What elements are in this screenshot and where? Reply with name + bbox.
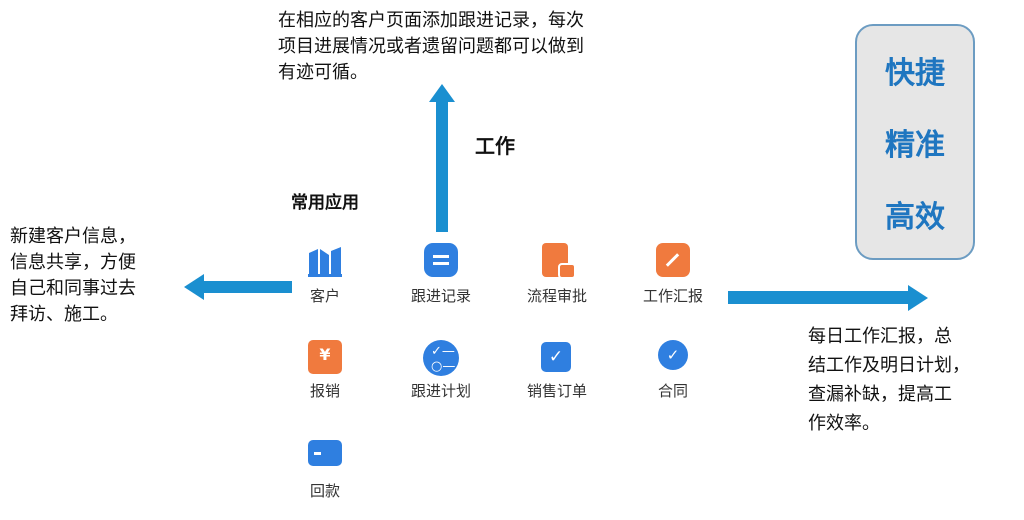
- app-label: 报销: [309, 382, 340, 400]
- feature-efficient: 高效: [885, 200, 945, 235]
- note-line: 作效率。: [808, 413, 880, 434]
- work-label: 工作: [475, 134, 515, 158]
- right-note: 每日工作汇报，总 结工作及明日计划， 查漏补缺，提高工 作效率。: [808, 322, 970, 438]
- app-label: 跟进计划: [410, 382, 471, 400]
- app-label: 销售订单: [526, 382, 587, 400]
- note-line: 在相应的客户页面添加跟进记录，每次: [278, 10, 584, 31]
- yuan-receipt-icon: ¥: [308, 340, 342, 374]
- left-arrow: [184, 274, 292, 300]
- note-line: 每日工作汇报，总: [808, 326, 952, 347]
- notepad-icon: [424, 243, 458, 277]
- note-line: 新建客户信息，: [10, 226, 136, 247]
- right-arrow: [728, 285, 928, 311]
- note-line: 拜访、施工。: [10, 304, 118, 325]
- note-line: 自己和同事过去: [10, 278, 136, 299]
- left-note: 新建客户信息， 信息共享，方便 自己和同事过去 拜访、施工。: [10, 224, 136, 328]
- clipboard-check-icon: ✓: [541, 342, 571, 372]
- app-label: 流程审批: [526, 287, 587, 305]
- note-line: 信息共享，方便: [10, 252, 136, 273]
- features-box: 快捷 精准 高效: [855, 24, 975, 260]
- app-label: 跟进记录: [410, 287, 471, 305]
- note-line: 查漏补缺，提高工: [808, 384, 952, 405]
- app-label: 工作汇报: [642, 287, 703, 305]
- note-line: 结工作及明日计划，: [808, 355, 970, 376]
- section-title: 常用应用: [291, 193, 359, 213]
- feature-accurate: 精准: [885, 128, 945, 163]
- card-icon: [308, 440, 342, 466]
- app-label: 客户: [309, 287, 340, 305]
- note-line: 有迹可循。: [278, 62, 368, 83]
- report-edit-icon: [656, 243, 690, 277]
- checklist-icon: ✓—○—: [423, 340, 459, 376]
- app-label: 合同: [657, 382, 688, 400]
- approval-stamp-icon: [542, 243, 576, 279]
- badge-check-icon: ✓: [658, 340, 688, 370]
- top-note: 在相应的客户页面添加跟进记录，每次 项目进展情况或者遗留问题都可以做到 有迹可循…: [278, 8, 584, 86]
- note-line: 项目进展情况或者遗留问题都可以做到: [278, 36, 584, 57]
- feature-fast: 快捷: [885, 56, 945, 91]
- app-label: 回款: [309, 482, 340, 500]
- building-icon: [308, 247, 342, 277]
- up-arrow: [429, 84, 455, 232]
